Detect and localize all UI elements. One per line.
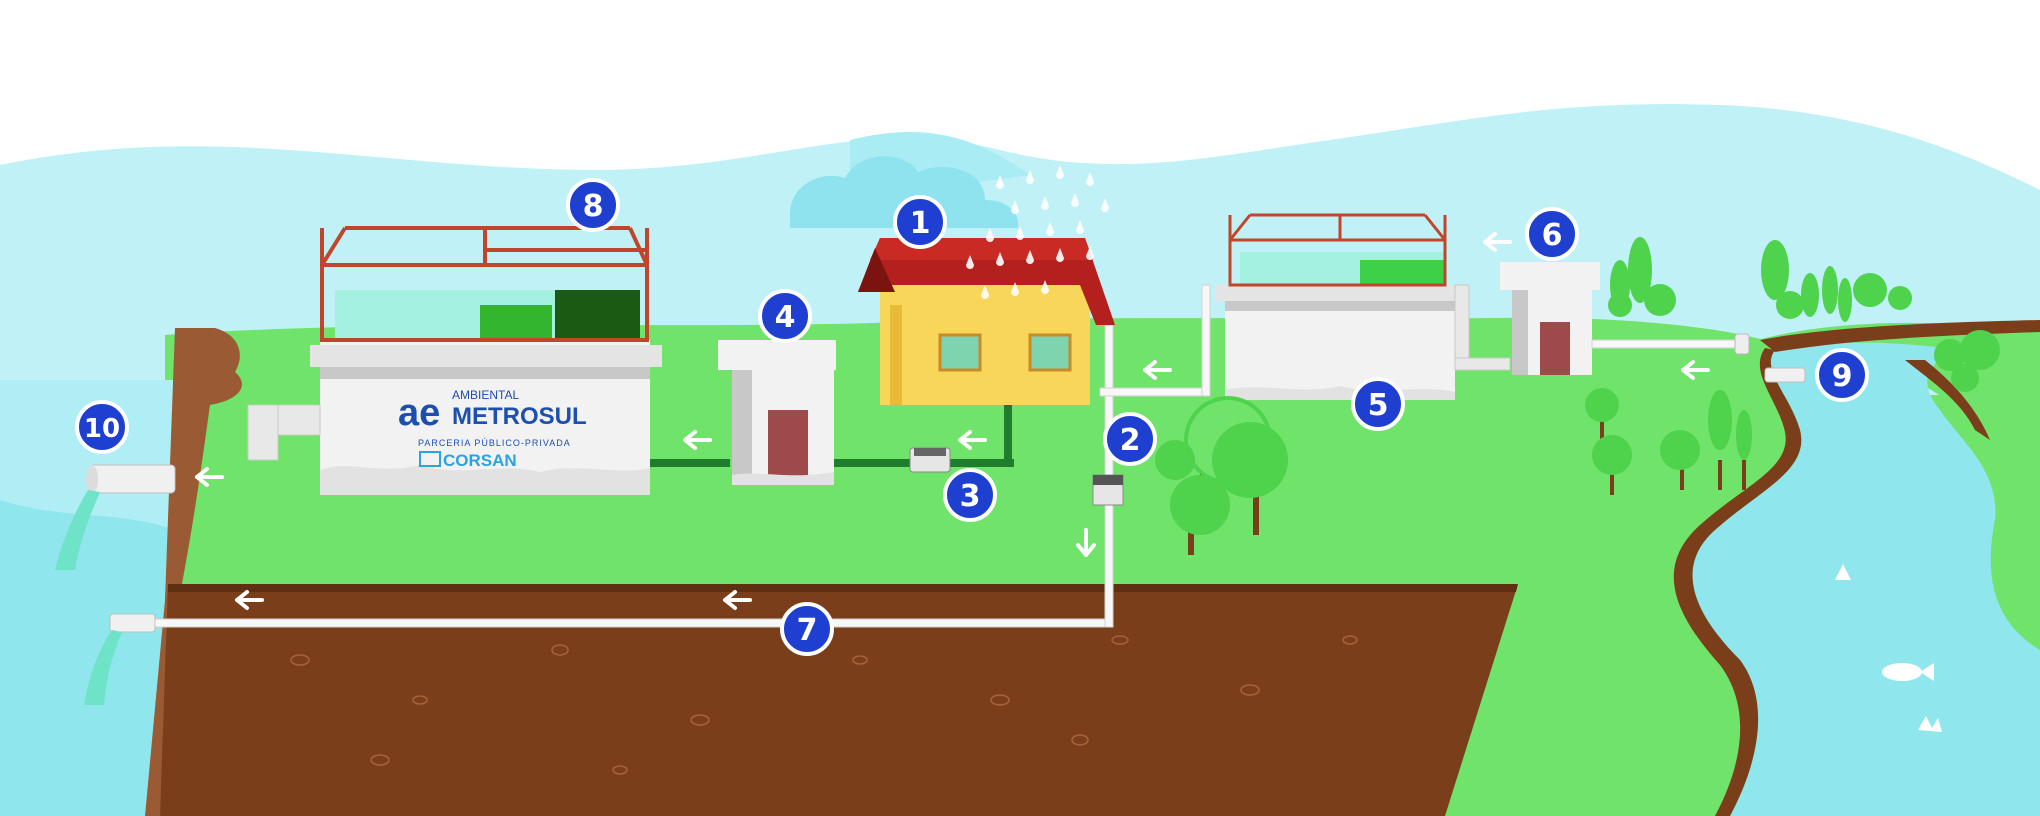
tree-icon [1170, 475, 1230, 535]
soil-pebbles [290, 635, 1358, 775]
fish-icon [1835, 564, 1934, 681]
marker-9: 9 [1815, 348, 1869, 402]
pump-station [718, 340, 836, 485]
logo-top-line: AMBIENTAL [452, 388, 519, 402]
tree-cluster-center [1155, 396, 1288, 555]
tree-icon [1155, 440, 1195, 480]
intake-pipe-head [1734, 333, 1750, 355]
marker-1-label: 1 [910, 206, 931, 241]
marker-7-label: 7 [797, 613, 818, 648]
soil-section [160, 584, 1518, 816]
outfall-pipe-mouth [86, 465, 98, 493]
partner-logo-box [419, 451, 441, 467]
sewer-pipe-to-plant [650, 459, 730, 467]
intake-pipe [1591, 339, 1743, 349]
tree-icon [1212, 422, 1288, 498]
arrow-left-icon [195, 232, 1710, 610]
river [1692, 342, 2040, 816]
logo-sub-line: PARCERIA PÚBLICO-PRIVADA [418, 438, 571, 448]
marker-8: 8 [566, 178, 620, 232]
marker-5-label: 5 [1368, 388, 1389, 423]
marker-6-label: 6 [1542, 218, 1563, 253]
treatment-plant [247, 226, 662, 495]
operator-logo: ae AMBIENTAL METROSUL PARCERIA PÚBLICO-P… [398, 388, 587, 470]
marker-1: 1 [893, 195, 947, 249]
rain [966, 165, 1109, 299]
storm-pipe [149, 618, 1111, 628]
marker-4: 4 [758, 289, 812, 343]
marker-3-label: 3 [960, 479, 981, 514]
supply-pipe-riser [1201, 284, 1211, 397]
intake-station [1500, 262, 1600, 375]
sewer-pipe-house-drop [1004, 383, 1012, 467]
river-bank-right [1905, 360, 1990, 440]
logo-main-line: METROSUL [452, 403, 587, 430]
outfall-pipe [89, 464, 176, 494]
marker-9-label: 9 [1832, 359, 1853, 394]
storm-outfall-stream [84, 630, 122, 705]
storm-pipe-outlet [109, 613, 156, 633]
marker-4-label: 4 [775, 300, 796, 335]
tree-cluster-right [1585, 237, 2000, 495]
cloud [790, 156, 1019, 228]
sea-shade [0, 500, 175, 816]
soil-top-edge [168, 584, 1518, 592]
marker-7: 7 [780, 602, 834, 656]
outfall-stream [55, 490, 100, 570]
water-splash [1918, 716, 1942, 732]
marker-5: 5 [1351, 377, 1405, 431]
marker-6: 6 [1525, 207, 1579, 261]
marker-3: 3 [943, 468, 997, 522]
logo-partner: CORSAN [443, 451, 517, 470]
supply-pipe-house [1099, 387, 1211, 397]
far-bank [1760, 320, 2040, 352]
marker-8-label: 8 [583, 189, 604, 224]
marker-10: 10 [75, 400, 129, 454]
rain-gutter-box-lid [1093, 475, 1123, 485]
inspection-box-lid [914, 448, 946, 456]
logo-mark: ae [398, 392, 440, 434]
river-intake [1764, 367, 1806, 383]
marker-2: 2 [1103, 412, 1157, 466]
marker-10-label: 10 [84, 414, 120, 444]
marker-2-label: 2 [1120, 423, 1141, 458]
house [858, 238, 1115, 405]
